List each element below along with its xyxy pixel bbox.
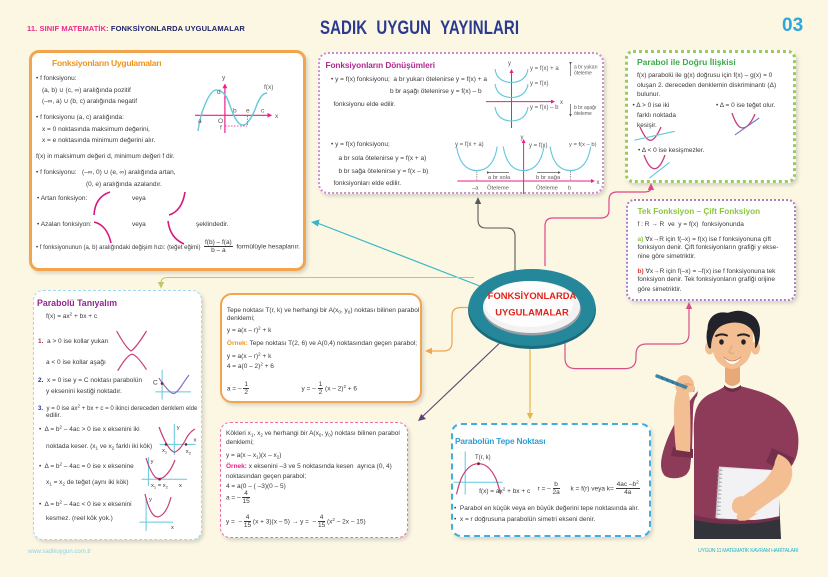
svg-text:UYGULAMALAR: UYGULAMALAR bbox=[495, 307, 569, 318]
svg-text:f: f bbox=[220, 125, 222, 132]
svg-text:öteleme: öteleme bbox=[574, 111, 592, 117]
svg-text:–a: –a bbox=[472, 186, 479, 192]
svg-text:a br yukarı: a br yukarı bbox=[574, 65, 598, 71]
svg-text:x1 = x2: x1 = x2 bbox=[151, 483, 169, 490]
svg-text:FONKSİYONLARDA: FONKSİYONLARDA bbox=[488, 290, 577, 301]
svg-text:x: x bbox=[597, 180, 600, 186]
svg-text:x: x bbox=[194, 438, 197, 444]
svg-text:b: b bbox=[233, 108, 237, 115]
svg-text:y: y bbox=[149, 497, 152, 503]
svg-text:x2: x2 bbox=[186, 449, 192, 456]
svg-text:y = f(x) – b: y = f(x) – b bbox=[530, 105, 559, 111]
svg-text:x: x bbox=[275, 113, 279, 120]
svg-text:y = f(x – b): y = f(x – b) bbox=[569, 142, 597, 148]
svg-text:d: d bbox=[217, 89, 221, 96]
svg-text:b: b bbox=[568, 186, 571, 192]
svg-text:öteleme: öteleme bbox=[574, 71, 592, 77]
svg-text:y = f(x + a): y = f(x + a) bbox=[455, 142, 484, 148]
svg-text:T(r, k): T(r, k) bbox=[475, 455, 491, 461]
svg-text:x: x bbox=[171, 525, 174, 531]
svg-text:c: c bbox=[261, 108, 265, 115]
svg-text:y = f(x) + a: y = f(x) + a bbox=[530, 66, 559, 72]
svg-text:C: C bbox=[153, 380, 158, 387]
svg-text:y: y bbox=[151, 459, 154, 465]
svg-text:a: a bbox=[198, 118, 202, 125]
svg-text:Öteleme: Öteleme bbox=[487, 185, 509, 192]
svg-text:y: y bbox=[177, 425, 180, 431]
svg-text:x1: x1 bbox=[162, 448, 168, 455]
svg-text:e: e bbox=[246, 107, 250, 114]
svg-text:y = f(x): y = f(x) bbox=[530, 81, 549, 87]
svg-text:x: x bbox=[560, 100, 563, 106]
svg-text:y: y bbox=[508, 61, 511, 67]
svg-text:y: y bbox=[521, 135, 524, 141]
svg-text:x: x bbox=[179, 483, 182, 489]
svg-text:f(x): f(x) bbox=[264, 84, 273, 91]
svg-text:b br aşağı: b br aşağı bbox=[574, 105, 596, 111]
svg-text:a br sola: a br sola bbox=[488, 175, 511, 181]
svg-text:O: O bbox=[218, 118, 223, 125]
svg-text:y: y bbox=[222, 75, 226, 82]
svg-text:y = f(x): y = f(x) bbox=[529, 143, 548, 149]
svg-text:b br sağa: b br sağa bbox=[536, 175, 561, 181]
svg-text:Öteleme: Öteleme bbox=[536, 185, 558, 192]
